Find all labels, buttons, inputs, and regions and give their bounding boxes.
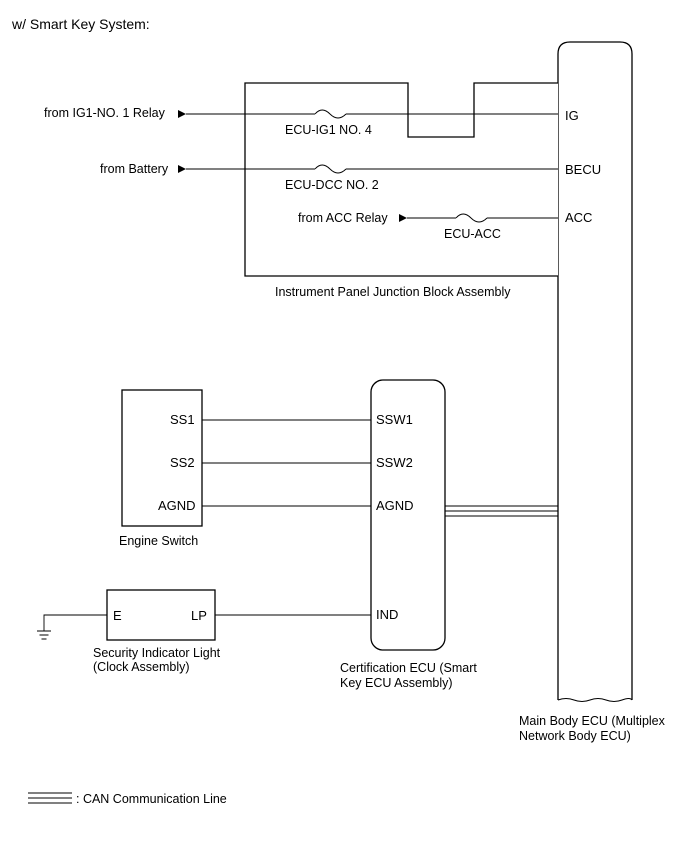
certification-ecu-label-2: Key ECU Assembly): [340, 676, 453, 690]
arrow-icon: [178, 110, 186, 118]
pin-ig: IG: [565, 108, 579, 123]
pin-ss1: SS1: [170, 412, 195, 427]
ground-icon: [37, 614, 107, 640]
source-ig1-relay: from IG1-NO. 1 Relay: [44, 106, 166, 120]
arrow-icon: [399, 214, 407, 222]
main-body-ecu-label-2: Network Body ECU): [519, 729, 631, 743]
ig-circuit: [178, 109, 558, 119]
can-legend-icon: [28, 792, 72, 804]
source-battery: from Battery: [100, 162, 169, 176]
main-body-ecu: [557, 41, 633, 702]
arrow-icon: [178, 165, 186, 173]
security-light-label-2: (Clock Assembly): [93, 660, 190, 674]
becu-circuit: [178, 164, 558, 174]
fuse-ecu-ig1: ECU-IG1 NO. 4: [285, 123, 372, 137]
pin-agnd-ecu: AGND: [376, 498, 414, 513]
pin-ss2: SS2: [170, 455, 195, 470]
junction-block-outline: [244, 82, 558, 277]
certification-ecu: [370, 379, 446, 651]
engine-switch-label: Engine Switch: [119, 534, 198, 548]
source-acc-relay: from ACC Relay: [298, 211, 388, 225]
pin-agnd-switch: AGND: [158, 498, 196, 513]
pin-lp: LP: [191, 608, 207, 623]
can-lines: [445, 505, 558, 517]
pin-ssw2: SSW2: [376, 455, 413, 470]
pin-acc: ACC: [565, 210, 592, 225]
pin-ssw1: SSW1: [376, 412, 413, 427]
acc-circuit: [399, 213, 558, 223]
junction-block-label: Instrument Panel Junction Block Assembly: [275, 285, 511, 299]
security-light-label-1: Security Indicator Light: [93, 646, 221, 660]
can-legend-label: : CAN Communication Line: [76, 792, 227, 806]
fuse-ecu-dcc: ECU-DCC NO. 2: [285, 178, 379, 192]
pin-becu: BECU: [565, 162, 601, 177]
security-indicator-light: [106, 589, 216, 641]
pin-e: E: [113, 608, 122, 623]
page-title: w/ Smart Key System:: [11, 16, 150, 32]
certification-ecu-label-1: Certification ECU (Smart: [340, 661, 477, 675]
engine-switch: [121, 389, 203, 527]
fuse-ecu-acc: ECU-ACC: [444, 227, 501, 241]
main-body-ecu-label-1: Main Body ECU (Multiplex: [519, 714, 666, 728]
pin-ind: IND: [376, 607, 398, 622]
